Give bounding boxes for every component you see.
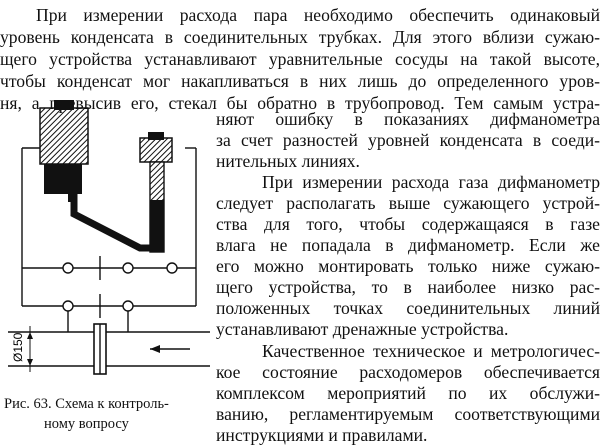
paragraph-line-20: ванию, регламентируемым соответствующими — [216, 404, 600, 424]
dimension-label: Ø150 — [11, 332, 25, 362]
paragraph-line-5: ня, а превысив его, стекал бы обратно в … — [0, 93, 600, 113]
paragraph-line-1: При измерении расхода пара необходимо об… — [36, 5, 600, 25]
valve-circle-2 — [122, 262, 134, 274]
valve-circle-5 — [122, 300, 134, 312]
paragraph-line-10: следует располагать выше сужающего устро… — [216, 193, 600, 213]
paragraph-line-15: положенных точках соединительных линий — [216, 298, 600, 318]
cut-off-header-text: ~~~~~~~~~~~~~~~~~~~~ — [0, 0, 200, 6]
connecting-pipe-diagonal — [70, 194, 150, 252]
paragraph-line-16: устанавливают дренажные устройства. — [216, 319, 509, 339]
paragraph-line-12: влага не попадала в дифманометр. Если же — [216, 235, 600, 255]
figure-caption-line-2: ному вопросу — [44, 416, 129, 432]
paragraph-line-14: щего устройства, то в наиболее низко рас… — [216, 277, 600, 297]
right-housing-hatched — [139, 137, 173, 163]
paragraph-line-2: уровень конденсата в соединительных труб… — [0, 27, 600, 47]
valve-circle-3 — [166, 262, 178, 274]
right-tube-fill — [150, 200, 164, 252]
paragraph-line-8: нительных линиях. — [216, 151, 360, 171]
right-housing-cap — [148, 132, 164, 140]
right-tube-hatched — [150, 162, 164, 200]
dimension-arrow-bottom — [27, 359, 33, 366]
figure-caption-line-1: Рис. 63. Схема к контроль- — [4, 396, 169, 412]
paragraph-line-17: Качественное техническое и метрологичес- — [262, 341, 600, 361]
paragraph-line-3: щего устройства устанавливают уравнитель… — [0, 49, 600, 69]
paragraph-line-11: ства для того, чтобы содержащаяся в газе — [216, 214, 600, 234]
paragraph-line-18: кое состояние расходомеров обеспечиваетс… — [216, 362, 600, 382]
paragraph-line-6: няют ошибку в показаниях дифманометра — [216, 109, 600, 129]
cut-off-header-glyphs: ~~~~~~~~~~~~~~~~~~~~ — [0, 0, 195, 6]
figure-63-schematic: Ø150 — [0, 96, 212, 396]
left-housing-hatched — [39, 107, 89, 165]
paragraph-line-21: инструкциями и правилами. — [216, 425, 428, 445]
left-housing-cap — [54, 100, 74, 110]
valve-circle-4 — [62, 300, 74, 312]
paragraph-line-19: комплексом мероприятий по их обслужи- — [216, 383, 600, 403]
left-vessel-black — [44, 164, 82, 194]
flow-arrow-head — [150, 345, 160, 353]
schematic-svg: Ø150 — [8, 100, 210, 375]
valve-circle-1 — [62, 262, 74, 274]
paragraph-line-13: его можно монтировать только ниже сужаю- — [216, 256, 600, 276]
dimension-arrow-top — [27, 332, 33, 339]
paragraph-line-9: При измерении расхода газа дифманометр — [262, 172, 600, 192]
paragraph-line-4: чтобы конденсат мог накапливаться в них … — [0, 71, 600, 91]
paragraph-line-7: за счет разностей уровней конденсата в с… — [216, 130, 600, 150]
